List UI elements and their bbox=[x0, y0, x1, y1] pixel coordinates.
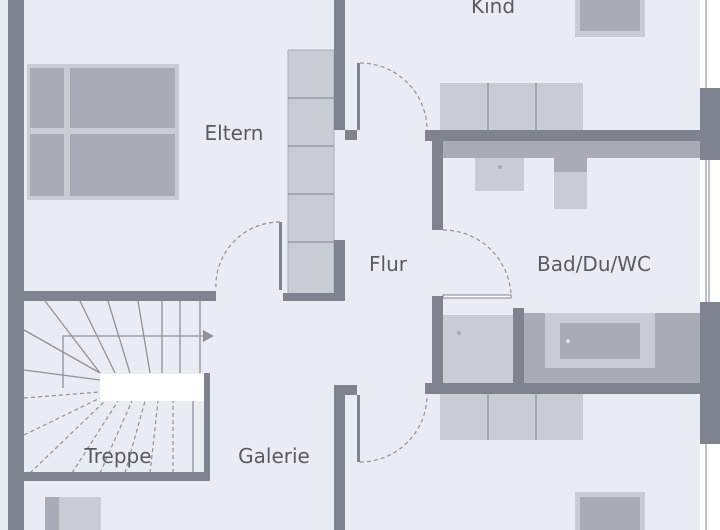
desk-lower-room bbox=[575, 492, 645, 530]
shelf-kind bbox=[440, 83, 583, 130]
toilet bbox=[554, 172, 587, 209]
room-label-eltern: Eltern bbox=[205, 121, 264, 145]
shelf-lower-room bbox=[440, 394, 583, 440]
room-label-flur: Flur bbox=[369, 252, 408, 276]
bed-eltern bbox=[27, 64, 179, 200]
wardrobe-eltern bbox=[287, 49, 335, 296]
staircase bbox=[23, 300, 214, 474]
shower bbox=[443, 315, 513, 383]
bathroom-fixtures bbox=[443, 141, 700, 383]
room-label-kind: Kind bbox=[471, 0, 515, 18]
cabinet-galerie bbox=[45, 497, 101, 530]
windows bbox=[700, 0, 720, 530]
toilet-tank bbox=[554, 158, 587, 172]
walls bbox=[8, 0, 720, 530]
doors bbox=[215, 62, 512, 463]
room-label-bad: Bad/Du/WC bbox=[537, 252, 651, 276]
room-label-treppe: Treppe bbox=[83, 444, 151, 468]
sink bbox=[475, 158, 524, 191]
bed-kind bbox=[575, 0, 645, 37]
room-label-galerie: Galerie bbox=[238, 444, 310, 468]
